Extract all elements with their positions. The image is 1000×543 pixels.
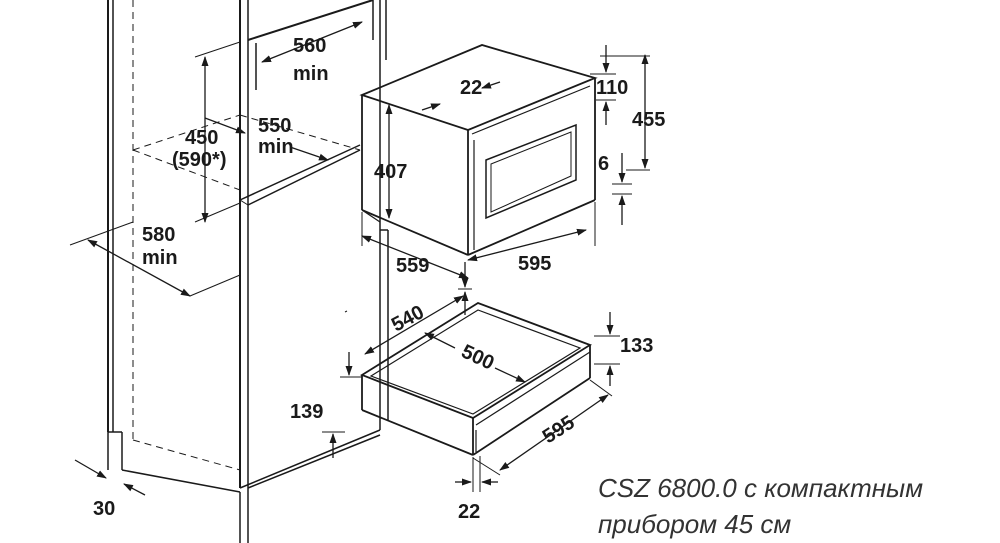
dim-drawer-inner-depth: 500 bbox=[458, 341, 498, 375]
dim-oven-depth-offset: 22 bbox=[460, 77, 482, 99]
dim-oven-depth: 559 bbox=[396, 255, 429, 277]
dim-drawer-niche-height: 139 bbox=[290, 401, 323, 423]
dim-drawer-front-offset: 22 bbox=[458, 501, 480, 523]
dimension-lines bbox=[69, 21, 650, 496]
dim-oven-gap: 6 bbox=[598, 153, 609, 175]
dim-niche-height: 450 bbox=[185, 127, 218, 149]
caption-line-1: CSZ 6800.0 с компактным bbox=[598, 473, 923, 503]
dim-niche-inner-depth-min: min bbox=[258, 136, 294, 158]
dim-drawer-width: 595 bbox=[539, 412, 579, 449]
dim-oven-top-height: 110 bbox=[596, 77, 628, 99]
dim-niche-top-depth-min: min bbox=[293, 63, 329, 85]
dim-oven-width: 595 bbox=[518, 253, 551, 275]
dim-niche-top-depth: 560 bbox=[293, 35, 326, 57]
compact-oven bbox=[359, 44, 598, 256]
dimension-labels: 560 min 450 (590*) 550 min 580 min 22 11… bbox=[93, 35, 665, 523]
caption-line-2: прибором 45 см bbox=[598, 509, 791, 539]
dim-cabinet-width: 580 bbox=[142, 224, 175, 246]
dim-niche-height-alt: (590*) bbox=[172, 149, 226, 171]
dim-oven-total-height: 455 bbox=[632, 109, 665, 131]
dim-drawer-niche-depth: 540 bbox=[388, 301, 428, 336]
dim-drawer-front-height: 133 bbox=[620, 335, 653, 357]
dim-oven-body-height: 407 bbox=[374, 161, 407, 183]
niche bbox=[239, 0, 374, 206]
warming-drawer bbox=[344, 302, 593, 456]
dim-niche-inner-depth: 550 bbox=[258, 115, 291, 137]
dim-plinth-offset: 30 bbox=[93, 498, 115, 520]
caption: CSZ 6800.0 с компактным прибором 45 см bbox=[598, 473, 923, 539]
dim-cabinet-width-min: min bbox=[142, 247, 178, 269]
